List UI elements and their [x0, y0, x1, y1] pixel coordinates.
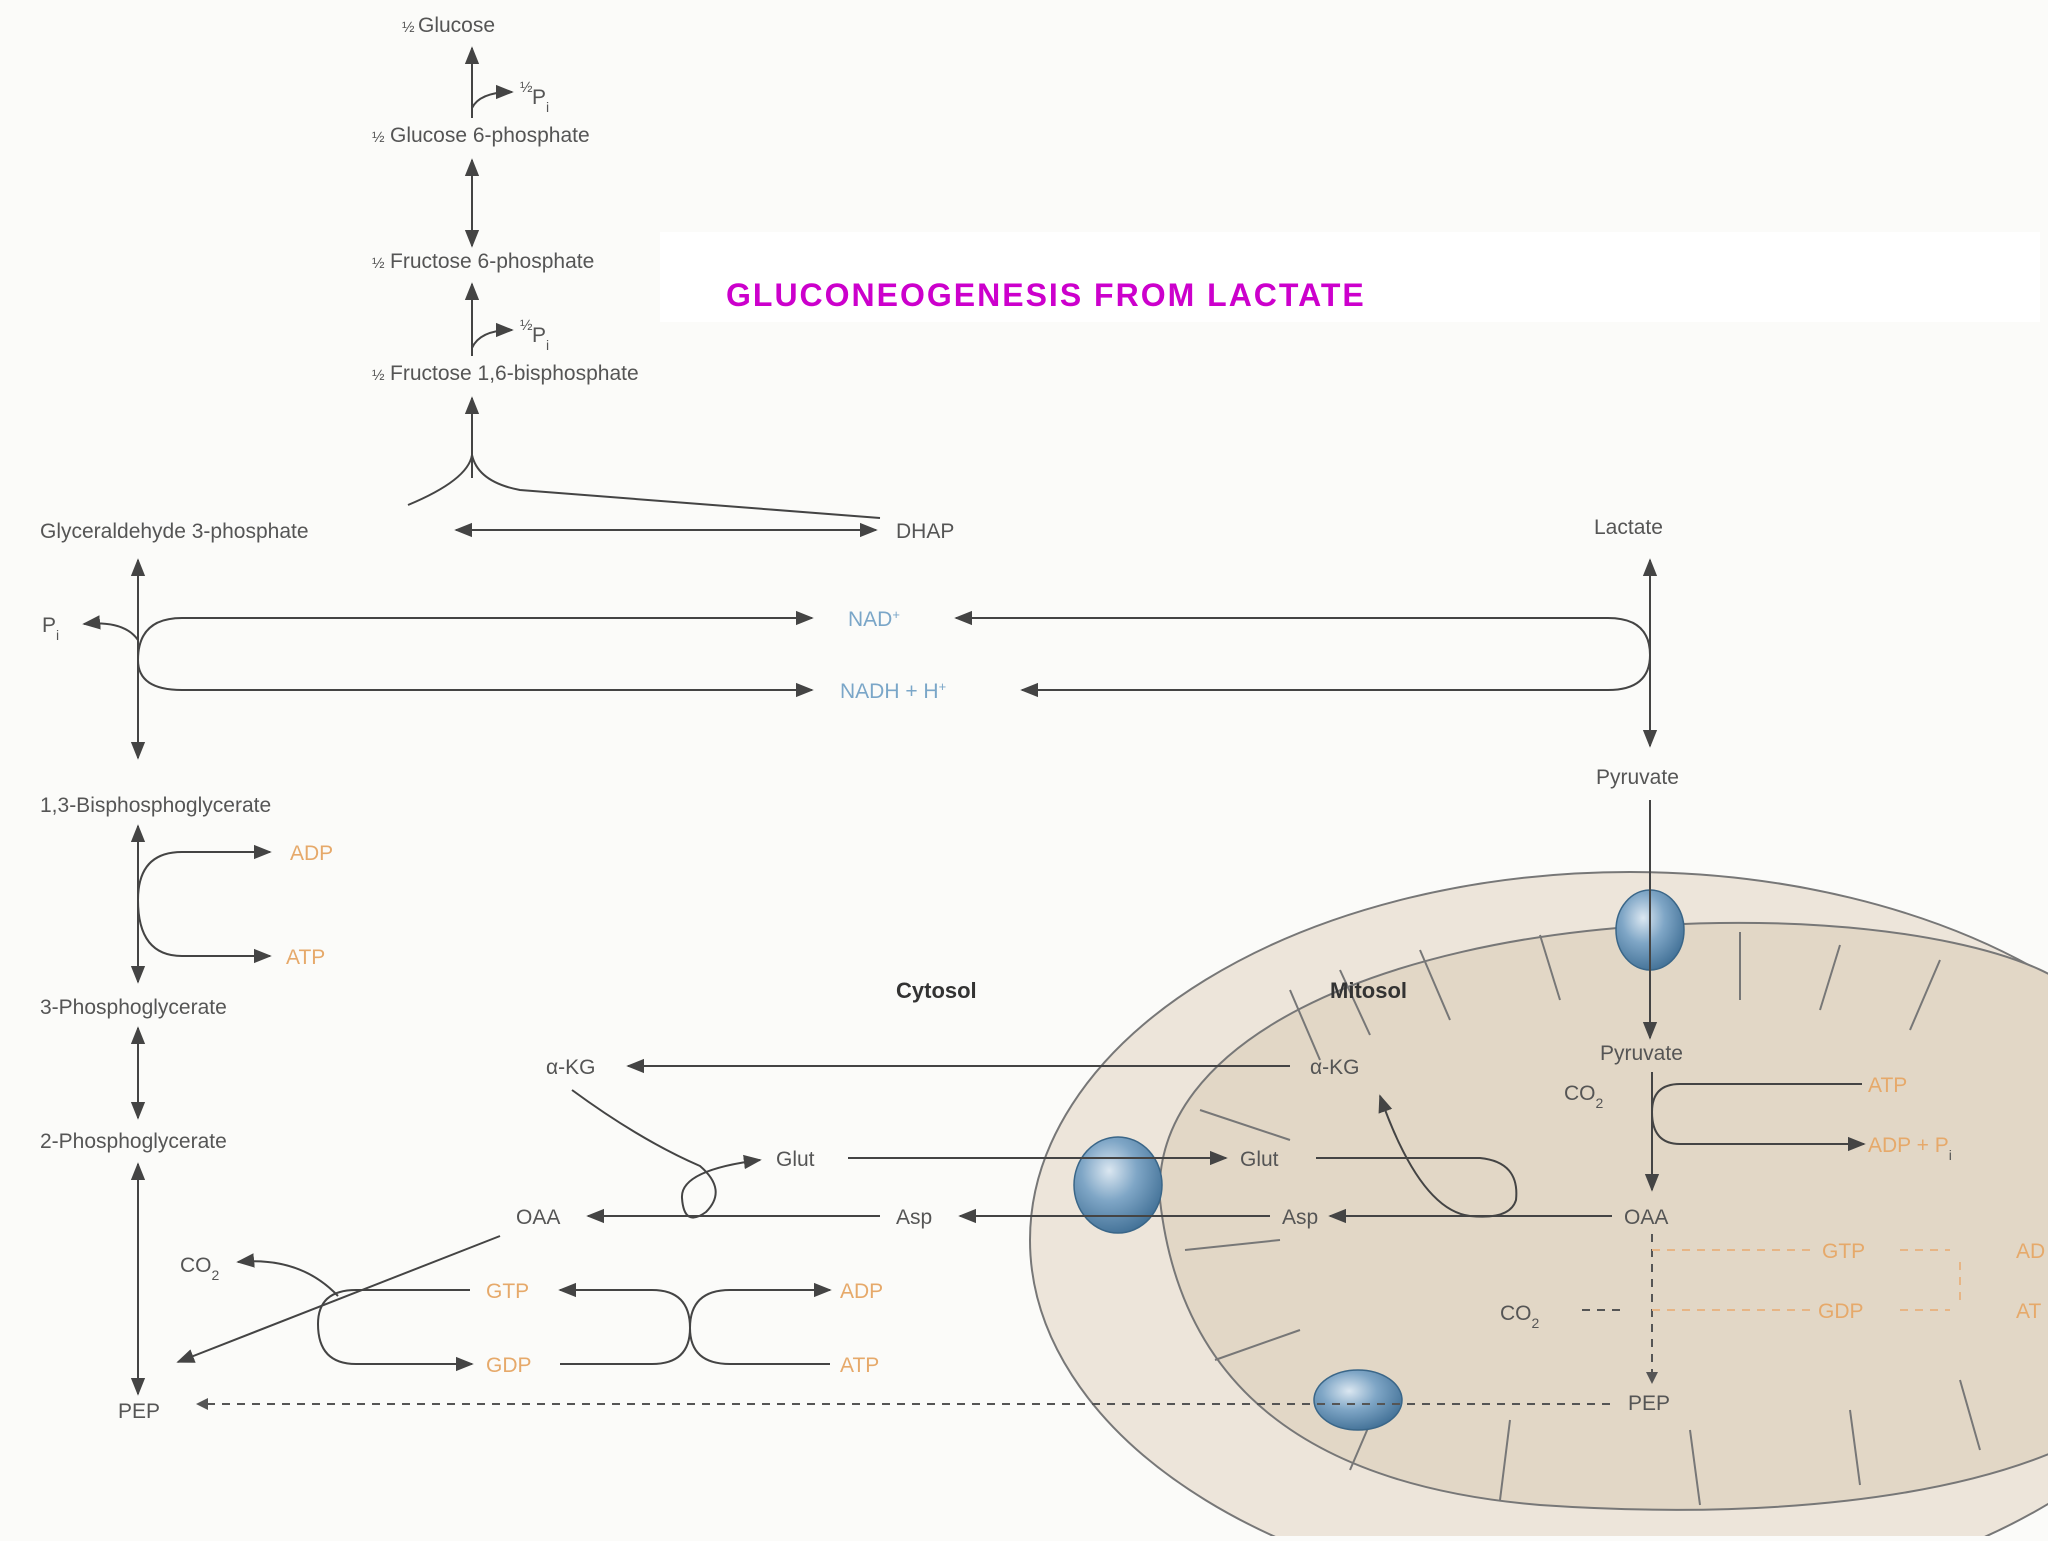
atp-loop	[136, 851, 268, 957]
glucose-6-phosphate-label: Glucose 6-phosphate	[390, 124, 590, 147]
cyto-co2-label: CO2	[180, 1254, 220, 1283]
mito-atp-label: ATP	[1868, 1074, 1907, 1097]
arrow-pi-release-1	[471, 84, 514, 109]
13-bisphosphoglycerate-label: 1,3-Bisphosphoglycerate	[40, 794, 271, 817]
mito-co2-label: CO2	[1564, 1082, 1604, 1111]
nad-loop-right	[960, 617, 1652, 691]
arrow-co2-release	[236, 1253, 339, 1297]
cytosol-label: Cytosol	[896, 978, 977, 1003]
cyto-akg-label: α-KG	[546, 1056, 595, 1079]
fructose-16-bisphosphate-label: Fructose 1,6-bisphosphate	[390, 362, 639, 385]
nadh-label: NADH + H+	[840, 679, 946, 704]
mito-adp-partial-label: AD	[2016, 1240, 2045, 1263]
mito-akg-label: α-KG	[1310, 1056, 1359, 1079]
pyr-carboxylase-loop	[1650, 1083, 1862, 1145]
cyto-gdp-label: GDP	[486, 1354, 532, 1377]
glucose-label: Glucose	[418, 14, 495, 37]
cyto-atp-label: ATP	[840, 1354, 879, 1377]
mito-pyruvate-label: Pyruvate	[1600, 1042, 1683, 1065]
gtp-loop	[316, 1289, 470, 1365]
glut-asp-transporter-icon	[1073, 1136, 1163, 1234]
cyto-asp-label: Asp	[896, 1206, 932, 1229]
cyto-oaa-label: OAA	[516, 1206, 560, 1229]
nad-loop-left	[136, 617, 810, 691]
2-phosphoglycerate-label: 2-Phosphoglycerate	[40, 1130, 227, 1153]
nad-label: NAD+	[848, 607, 900, 632]
dhap-label: DHAP	[896, 520, 954, 543]
mitochondrion	[1029, 871, 2048, 1536]
cyto-gtp-label: GTP	[486, 1280, 529, 1303]
half-mark: ½	[520, 317, 533, 334]
mito-gdp-label: GDP	[1818, 1300, 1864, 1323]
pi-label-left: Pi	[42, 614, 59, 643]
ndk-loop-b	[600, 1289, 830, 1365]
fructose-6-phosphate-label: Fructose 6-phosphate	[390, 250, 594, 273]
cyto-glut-label: Glut	[776, 1148, 815, 1171]
arrow-oaa-pep-cyto	[176, 1235, 501, 1363]
mito-co2b-label: CO2	[1500, 1302, 1540, 1331]
3-phosphoglycerate-label: 3-Phosphoglycerate	[40, 996, 227, 1019]
mito-glut-label: Glut	[1240, 1148, 1279, 1171]
atp-label-left: ATP	[286, 946, 325, 969]
pi-label-2: Pi	[532, 324, 549, 353]
mito-oaa-label: OAA	[1624, 1206, 1668, 1229]
adp-label-left: ADP	[290, 842, 333, 865]
mito-atp-partial-label: AT	[2016, 1300, 2041, 1323]
cyto-adp-label: ADP	[840, 1280, 883, 1303]
pep-transporter-icon	[1313, 1369, 1403, 1431]
half-mark: ½	[402, 19, 415, 36]
arrow-pi-release-2	[471, 322, 514, 349]
aldolase-merge-lines	[407, 454, 881, 519]
mito-adp-pi-label: ADP + Pi	[1868, 1134, 1952, 1163]
cyto-transamination-loop	[571, 1089, 762, 1219]
half-mark: ½	[520, 79, 533, 96]
half-mark: ½	[372, 255, 385, 272]
arrow-pi-left	[82, 615, 139, 641]
mito-pep-label: PEP	[1628, 1392, 1670, 1415]
mito-transamination-loop	[1316, 1094, 1518, 1218]
half-mark: ½	[372, 367, 385, 384]
lactate-label: Lactate	[1594, 516, 1663, 539]
title-strip	[660, 232, 2040, 322]
pep-label-left: PEP	[118, 1400, 160, 1423]
mitosol-label: Mitosol	[1330, 978, 1407, 1003]
mito-gtp-label: GTP	[1822, 1240, 1865, 1263]
diagram-title: GLUCONEOGENESIS FROM LACTATE	[726, 277, 1366, 313]
ndk-loop-a	[560, 1289, 830, 1365]
mito-asp-label: Asp	[1282, 1206, 1318, 1229]
pyruvate-label: Pyruvate	[1596, 766, 1679, 789]
glyceraldehyde-3-phosphate-label: Glyceraldehyde 3-phosphate	[40, 520, 309, 543]
pi-label-1: Pi	[532, 86, 549, 115]
half-mark: ½	[372, 129, 385, 146]
